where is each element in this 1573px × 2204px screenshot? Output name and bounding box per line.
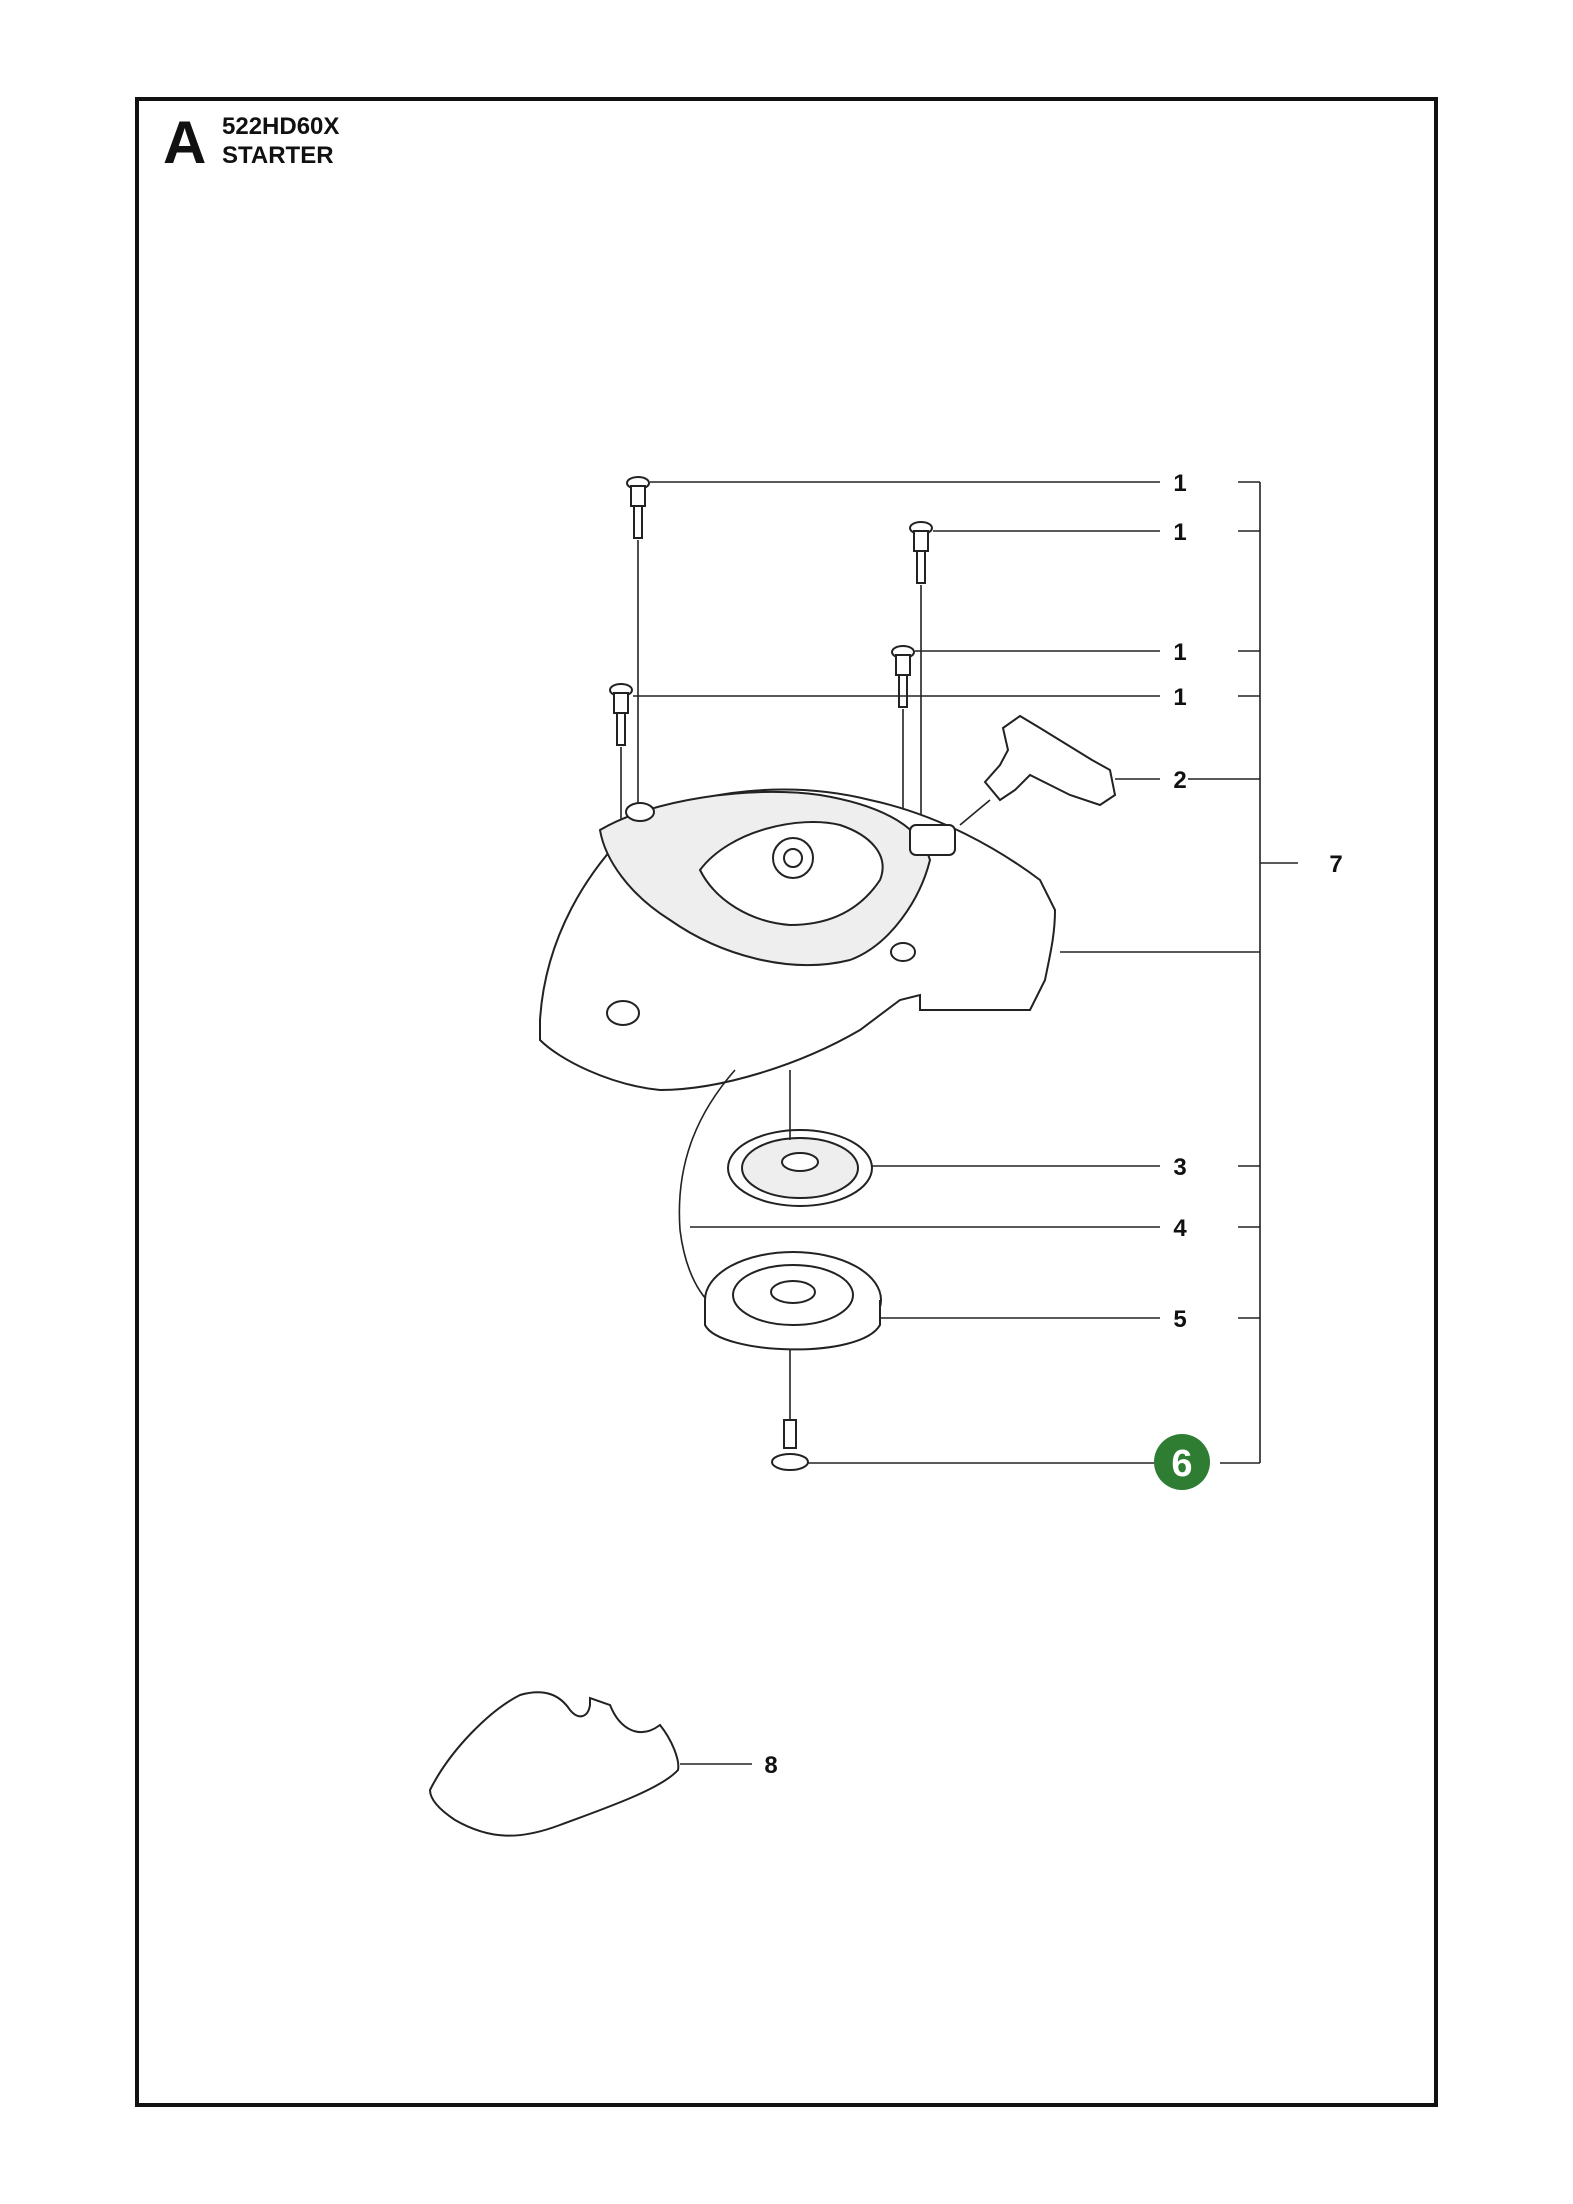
callout-label: 3 bbox=[1173, 1154, 1186, 1181]
decal-part-8 bbox=[428, 1691, 752, 1837]
diagram-title: STARTER bbox=[222, 142, 334, 169]
assembly-bracket bbox=[1060, 481, 1298, 1464]
starter-rope-part-4 bbox=[678, 1069, 1160, 1311]
page-frame bbox=[135, 97, 1438, 2107]
recoil-spring-part-3 bbox=[727, 1070, 1160, 1207]
callout-label: 1 bbox=[1173, 519, 1186, 546]
section-letter: A bbox=[163, 109, 207, 176]
callout-label-highlighted: 6 bbox=[1171, 1443, 1192, 1485]
callout-label: 2 bbox=[1173, 767, 1186, 794]
screw-part-1 bbox=[891, 645, 1160, 948]
callout-label: 4 bbox=[1173, 1215, 1187, 1242]
highlight-callout-badge bbox=[1154, 1434, 1210, 1490]
center-bolt-part-6 bbox=[771, 1350, 1160, 1471]
screw-part-1 bbox=[909, 521, 1160, 820]
rope-pulley-part-5 bbox=[704, 1251, 1160, 1351]
callout-label: 5 bbox=[1173, 1306, 1186, 1333]
callout-label: 8 bbox=[764, 1752, 777, 1779]
starter-handle-part-2 bbox=[959, 714, 1160, 826]
starter-housing bbox=[539, 788, 1057, 1092]
model-number: 522HD60X bbox=[222, 113, 340, 140]
callout-label: 7 bbox=[1329, 851, 1342, 878]
callout-label: 1 bbox=[1173, 639, 1186, 666]
callout-label: 1 bbox=[1173, 684, 1186, 711]
callout-label: 1 bbox=[1173, 470, 1186, 497]
